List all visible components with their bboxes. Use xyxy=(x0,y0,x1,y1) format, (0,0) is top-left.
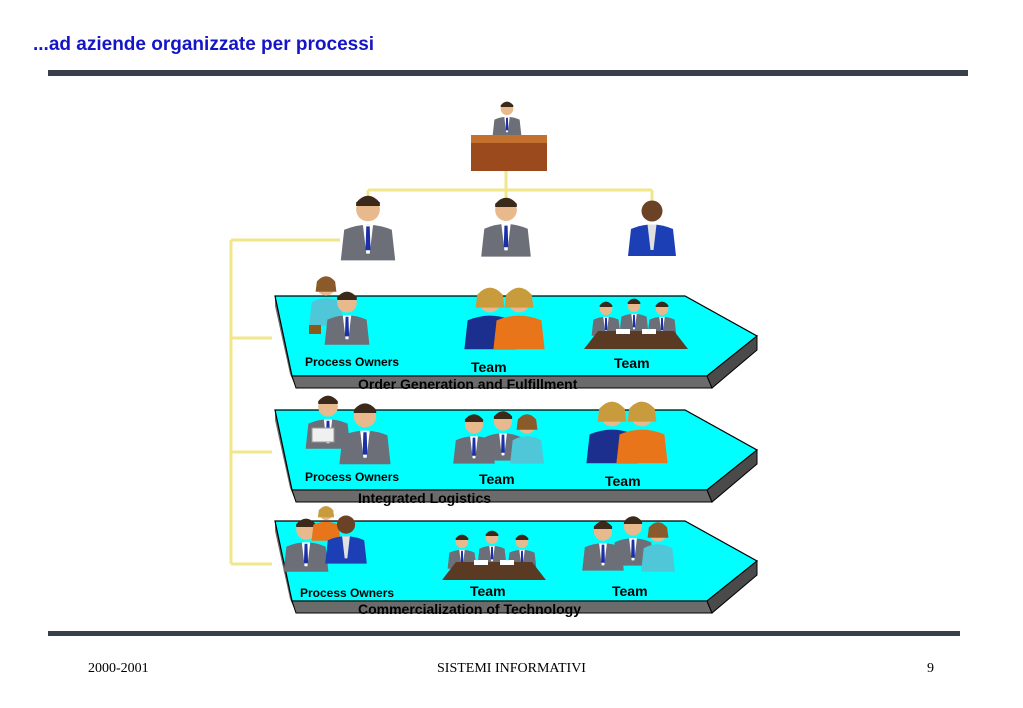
chief-executive xyxy=(471,101,547,171)
footer-year: 2000-2001 xyxy=(88,661,149,676)
top-divider xyxy=(48,70,968,76)
hierarchy-connectors xyxy=(229,171,654,566)
process-name-1: Order Generation and Fulfillment xyxy=(358,376,578,392)
team-label-1a: Team xyxy=(471,359,507,375)
team-label-1b: Team xyxy=(614,355,650,371)
team-2a-figure xyxy=(453,411,544,464)
process-owners-label-2: Process Owners xyxy=(305,470,399,484)
manager-right xyxy=(628,200,676,256)
footer-course: SISTEMI INFORMATIVI xyxy=(437,661,586,676)
process-arrow-1 xyxy=(274,276,759,389)
bottom-divider xyxy=(48,631,960,636)
process-arrow-2 xyxy=(274,395,759,503)
process-name-2: Integrated Logistics xyxy=(358,490,491,506)
process-arrow-3 xyxy=(274,506,759,614)
process-owners-label-3: Process Owners xyxy=(300,586,394,600)
team-label-2b: Team xyxy=(605,473,641,489)
manager-left xyxy=(340,195,396,261)
team-label-2a: Team xyxy=(479,471,515,487)
page-number: 9 xyxy=(927,661,934,676)
process-name-3: Commercialization of Technology xyxy=(358,601,581,617)
team-label-3b: Team xyxy=(612,583,648,599)
process-owners-1-figure xyxy=(309,276,370,345)
process-owners-label-1: Process Owners xyxy=(305,355,399,369)
process-owners-2-figure xyxy=(305,395,391,465)
team-label-3a: Team xyxy=(470,583,506,599)
manager-center xyxy=(481,197,531,257)
slide-title: ...ad aziende organizzate per processi xyxy=(33,34,375,55)
